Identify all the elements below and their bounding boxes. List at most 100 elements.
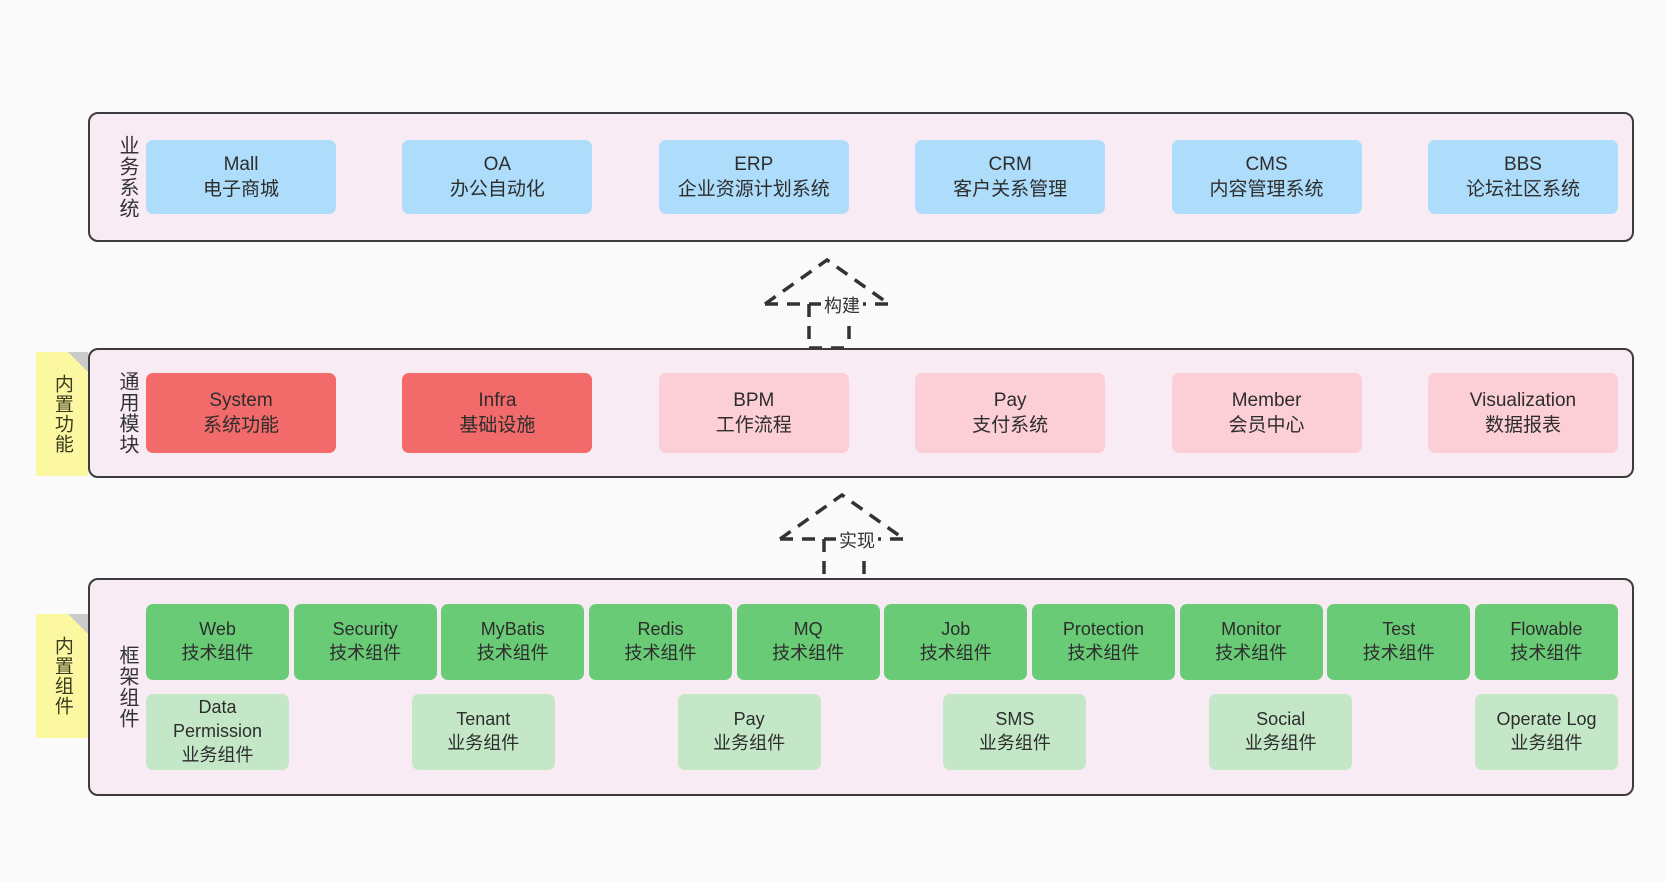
layer-label-business: 业务系统 [116,135,138,219]
card-title-cn: 业务组件 [978,733,1051,753]
card-title-en: MyBatis [480,619,545,640]
card-title-en: Visualization [1469,389,1577,411]
arrow-implement: 实现 [750,487,970,587]
card-crm[interactable]: CRM 客户关系管理 [915,140,1106,214]
framework-card-list: Web 技术组件 Security 技术组件 MyBatis 技术组件 Redi… [140,580,1632,794]
card-flowable[interactable]: Flowable 技术组件 [1474,604,1618,680]
arrow-build-label: 构建 [821,292,863,318]
layer-framework-components: 框架组件 Web 技术组件 Security 技术组件 MyBatis 技术组件… [88,578,1634,796]
card-title-en: Operate Log [1496,709,1597,730]
card-title-en: MQ [793,619,823,640]
card-security[interactable]: Security 技术组件 [293,604,437,680]
card-title-cn: 技术组件 [1215,643,1288,663]
card-title-en: OA [483,153,512,175]
card-title-en: Data Permission [172,697,263,742]
card-job[interactable]: Job 技术组件 [884,604,1028,680]
card-title-en: System [209,389,273,411]
card-title-cn: 技术组件 [1510,643,1583,663]
card-title-en: Job [941,619,971,640]
card-protection[interactable]: Protection 技术组件 [1031,604,1175,680]
layer-label-framework: 框架组件 [116,645,138,729]
card-bbs[interactable]: BBS 论坛社区系统 [1427,140,1618,214]
card-title-cn: 技术组件 [624,643,697,663]
card-data-permission[interactable]: Data Permission 业务组件 [146,694,289,770]
card-system[interactable]: System 系统功能 [146,373,336,453]
card-title-en: ERP [734,153,774,175]
card-title-en: Pay [733,709,765,730]
card-test[interactable]: Test 技术组件 [1327,604,1471,680]
card-title-en: Pay [993,389,1027,411]
arrow-implement-label: 实现 [836,527,878,553]
card-title-en: BBS [1503,153,1542,175]
card-tenant[interactable]: Tenant 业务组件 [411,694,555,770]
card-title-en: SMS [995,709,1035,730]
card-title-cn: 基础设施 [459,415,536,436]
card-title-en: Social [1256,709,1306,730]
card-title-cn: 业务组件 [1510,733,1583,753]
card-title-en: Security [332,619,398,640]
card-pay-module[interactable]: Pay 支付系统 [915,373,1106,453]
card-member[interactable]: Member 会员中心 [1171,373,1362,453]
card-title-cn: 办公自动化 [449,179,545,200]
card-title-cn: 技术组件 [476,643,549,663]
card-mq[interactable]: MQ 技术组件 [736,604,880,680]
card-title-cn: 内容管理系统 [1209,179,1324,200]
card-redis[interactable]: Redis 技术组件 [588,604,732,680]
card-web[interactable]: Web 技术组件 [146,604,289,680]
card-title-cn: 企业资源计划系统 [677,179,830,200]
card-title-en: CMS [1245,153,1288,175]
card-visualization[interactable]: Visualization 数据报表 [1427,373,1618,453]
note-fold-corner-icon [68,352,88,372]
card-bpm[interactable]: BPM 工作流程 [658,373,849,453]
layer-label-modules: 通用模块 [116,371,138,455]
arrow-build: 构建 [735,252,955,352]
card-title-en: Member [1231,389,1302,411]
business-card-list: Mall 电子商城 OA 办公自动化 ERP 企业资源计划系统 CRM 客户关系… [140,114,1632,240]
card-cms[interactable]: CMS 内容管理系统 [1171,140,1362,214]
note-builtin-function: 内置功能 [36,352,88,476]
card-mybatis[interactable]: MyBatis 技术组件 [441,604,585,680]
card-operate-log[interactable]: Operate Log 业务组件 [1474,694,1618,770]
card-mall[interactable]: Mall 电子商城 [146,140,336,214]
card-title-en: Mall [223,153,259,175]
card-title-cn: 业务组件 [713,733,786,753]
card-title-cn: 系统功能 [202,415,279,436]
card-title-cn: 技术组件 [1362,643,1435,663]
layer-common-modules: 通用模块 System 系统功能 Infra 基础设施 BPM 工作流程 Pay… [88,348,1634,478]
card-title-cn: 论坛社区系统 [1465,179,1580,200]
card-title-cn: 技术组件 [329,643,402,663]
card-title-en: Tenant [456,709,511,730]
card-title-en: Test [1382,619,1416,640]
card-title-en: Flowable [1510,619,1583,640]
card-social[interactable]: Social 业务组件 [1209,694,1353,770]
card-title-cn: 数据报表 [1484,415,1561,436]
card-title-cn: 技术组件 [919,643,992,663]
card-title-cn: 业务组件 [1244,733,1317,753]
card-title-cn: 业务组件 [447,733,520,753]
card-pay-component[interactable]: Pay 业务组件 [677,694,821,770]
card-title-cn: 支付系统 [972,415,1049,436]
card-title-cn: 业务组件 [181,744,254,765]
card-title-en: BPM [733,389,775,411]
module-card-list: System 系统功能 Infra 基础设施 BPM 工作流程 Pay 支付系统… [140,350,1632,476]
card-title-en: Infra [478,389,517,411]
card-title-en: Redis [637,619,684,640]
card-title-cn: 技术组件 [181,643,254,663]
layer-business-systems: 业务系统 Mall 电子商城 OA 办公自动化 ERP 企业资源计划系统 CRM… [88,112,1634,242]
card-title-en: CRM [988,153,1032,175]
card-oa[interactable]: OA 办公自动化 [402,140,593,214]
card-monitor[interactable]: Monitor 技术组件 [1179,604,1323,680]
card-title-cn: 技术组件 [772,643,845,663]
card-title-en: Web [199,619,236,640]
card-title-cn: 客户关系管理 [953,179,1068,200]
card-infra[interactable]: Infra 基础设施 [402,373,593,453]
card-title-cn: 会员中心 [1228,415,1305,436]
note-fold-corner-icon [68,614,88,634]
card-sms[interactable]: SMS 业务组件 [943,694,1087,770]
card-title-cn: 电子商城 [202,179,279,200]
card-erp[interactable]: ERP 企业资源计划系统 [658,140,849,214]
card-title-en: Monitor [1221,619,1282,640]
card-title-en: Protection [1062,619,1144,640]
card-title-cn: 技术组件 [1067,643,1140,663]
